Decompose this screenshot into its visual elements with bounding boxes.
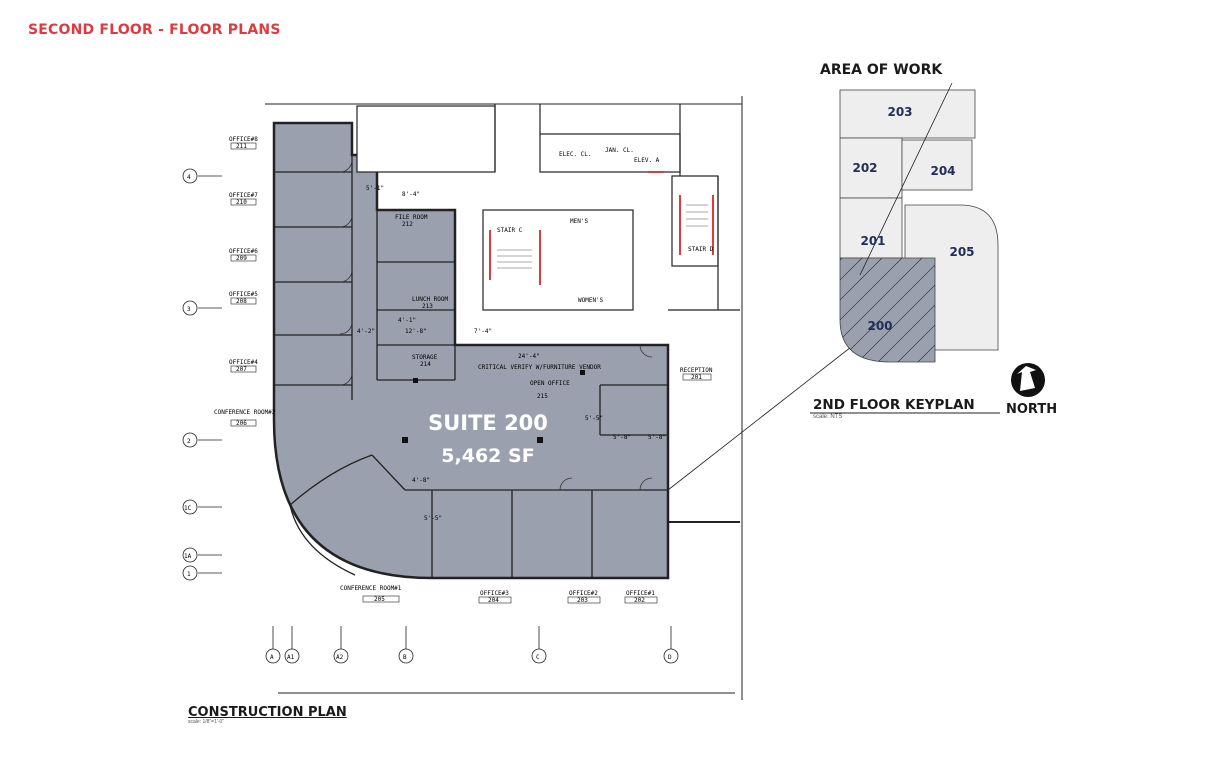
room-label-215: OPEN OFFICE — [530, 380, 570, 387]
keyplan-unit-205: 205 — [949, 245, 974, 259]
suite-name: SUITE 200 — [428, 411, 548, 435]
room-number-202: 202 — [634, 597, 645, 604]
north-arrow-icon — [1011, 363, 1045, 397]
room-number-210: 210 — [236, 199, 247, 206]
area-of-work-label: AREA OF WORK — [820, 62, 943, 78]
room-label-202: OFFICE#1 — [626, 590, 655, 597]
keyplan-unit-200: 200 — [867, 319, 892, 333]
construction-plan-scale: scale: 1/8"=1'-0" — [188, 719, 225, 725]
dim-label: 5'-5" — [585, 415, 603, 422]
room-label-206: CONFERENCE ROOM#2 — [214, 409, 276, 416]
room-number-206: 206 — [236, 420, 247, 427]
stair-treads — [497, 204, 708, 269]
room-number-209: 209 — [236, 255, 247, 262]
construction-plan-caption: CONSTRUCTION PLAN — [188, 705, 347, 720]
room-label-214: STORAGE — [412, 354, 438, 361]
grid-col-label: B — [403, 654, 407, 661]
stair-d-label: STAIR D — [688, 246, 714, 253]
door-swings — [339, 159, 653, 491]
room-label-213: LUNCH ROOM — [412, 296, 449, 303]
grid-rows — [182, 168, 222, 581]
keyplan-scale: scale: NTS — [813, 414, 843, 420]
womens-restroom-label: WOMEN'S — [578, 297, 604, 304]
elec-closet-label: ELEC. CL. — [559, 151, 592, 158]
grid-col-label: C — [536, 654, 540, 661]
stair-c-label: STAIR C — [497, 227, 523, 234]
keyplan-leader-line — [667, 339, 861, 491]
keyplan-unit-202: 202 — [852, 161, 877, 175]
grid-row-label: 1A — [184, 553, 192, 560]
grid-col-label: A2 — [336, 654, 344, 661]
suite-200-area — [272, 121, 670, 580]
keyplan-unit-201: 201 — [860, 234, 885, 248]
room-label-204: OFFICE#3 — [480, 590, 509, 597]
grid-col-label: A — [270, 654, 274, 661]
room-label-203: OFFICE#2 — [569, 590, 598, 597]
vendor-note: CRITICAL VERIFY W/FURNITURE VENDOR — [478, 364, 601, 371]
dim-label: 5'-8" — [648, 434, 666, 441]
keyplan-unit-203: 203 — [887, 105, 912, 119]
grid-row-label: 3 — [187, 306, 191, 313]
room-number-208: 208 — [236, 298, 247, 305]
elevator-label: ELEV. A — [634, 157, 660, 164]
dim-label: 7'-4" — [474, 328, 492, 335]
room-number-203: 203 — [577, 597, 588, 604]
room-tag-group — [230, 142, 712, 604]
keyplan-units — [839, 89, 999, 363]
keyplan-hatch — [840, 258, 935, 362]
room-number-204: 204 — [488, 597, 499, 604]
suite-area: 5,462 SF — [441, 445, 534, 467]
dim-label: 24'-4" — [518, 353, 540, 360]
dim-label: 8'-4" — [402, 191, 420, 198]
dim-label: 4'-8" — [412, 477, 430, 484]
keyplan-unit-204: 204 — [930, 164, 955, 178]
grid-cols — [265, 626, 679, 664]
column-posts — [402, 370, 585, 443]
grid-col-label: A1 — [287, 654, 295, 661]
grid-row-label: 1C — [184, 505, 192, 512]
area-of-work-pointer — [859, 82, 953, 276]
room-label-211: OFFICE#8 — [229, 136, 258, 143]
room-number-213: 213 — [422, 303, 433, 310]
page-title: SECOND FLOOR - FLOOR PLANS — [28, 22, 281, 38]
room-number-211: 211 — [236, 143, 247, 150]
mens-restroom-label: MEN'S — [570, 218, 588, 225]
stair-marks — [489, 171, 714, 285]
room-label-205: CONFERENCE ROOM#1 — [340, 585, 402, 592]
keyplan-caption: 2ND FLOOR KEYPLAN — [813, 397, 975, 413]
room-label-207: OFFICE#4 — [229, 359, 258, 366]
dim-label: 5'-1" — [366, 185, 384, 192]
grid-col-label: D — [668, 654, 672, 661]
room-number-205: 205 — [374, 596, 385, 603]
room-label-201: RECEPTION — [680, 367, 713, 374]
dim-label: 4'-2" — [357, 328, 375, 335]
dim-label: 5'-8" — [613, 434, 631, 441]
room-label-212: FILE ROOM — [395, 214, 428, 221]
room-label-208: OFFICE#5 — [229, 291, 258, 298]
room-number-201: 201 — [691, 374, 702, 381]
office-partitions — [274, 123, 668, 578]
room-label-210: OFFICE#7 — [229, 192, 258, 199]
grid-row-label: 1 — [187, 571, 191, 578]
grid-row-label: 4 — [187, 174, 191, 181]
upper-core — [356, 105, 719, 311]
dim-label: 12'-8" — [405, 328, 427, 335]
room-number-212: 212 — [402, 221, 413, 228]
room-number-215: 215 — [537, 393, 548, 400]
jan-closet-label: JAN. CL. — [605, 147, 634, 154]
north-label: NORTH — [1006, 402, 1058, 417]
dim-label: 5'-5" — [424, 515, 442, 522]
grid-row-label: 2 — [187, 438, 191, 445]
dim-label: 4'-1" — [398, 317, 416, 324]
plan-boundary — [265, 96, 743, 700]
room-number-207: 207 — [236, 366, 247, 373]
room-number-214: 214 — [420, 361, 431, 368]
room-label-209: OFFICE#6 — [229, 248, 258, 255]
